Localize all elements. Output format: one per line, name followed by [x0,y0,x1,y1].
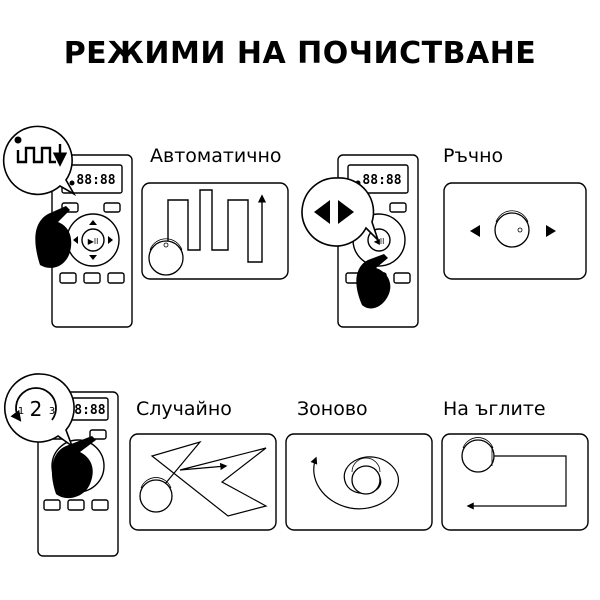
svg-text:▶II: ▶II [88,237,99,246]
mode-label-corner: На ъглите [443,398,546,420]
arrow-left-icon [470,225,480,237]
remote-control-auto: 88:88 ▶II [51,154,133,328]
zigzag-path [167,189,267,263]
robot-vacuum-icon [461,437,495,473]
remote-display-text: 88:88 [76,173,115,188]
arrow-right-icon [546,225,556,237]
random-mode-badge: 1 2 3 [4,373,75,449]
zigzag-path-icon [14,136,68,167]
mode-label-auto: Автоматично [150,145,282,167]
level-digit: 2 [30,397,43,421]
remote-display-text: 88:88 [362,173,401,188]
mode-label-random: Случайно [136,398,232,420]
mode-label-manual: Ръчно [443,145,504,167]
hand-icon [51,436,96,499]
auto-mode-badge [2,125,77,197]
svg-text:◀II: ◀II [374,237,385,246]
mode-label-zone: Зоново [297,398,368,420]
arrow-left-icon [314,200,330,224]
robot-vacuum-icon [494,210,530,248]
robot-vacuum-icon [139,477,173,513]
edge-path [466,455,567,510]
hand-icon [35,206,72,268]
page-title: РЕЖИМИ НА ПОЧИСТВАНЕ [63,36,537,71]
robot-vacuum-icon [148,238,184,276]
dock-key[interactable] [103,202,121,213]
remote-display-text: 88:88 [66,403,105,418]
manual-mode-badge [301,177,379,247]
robot-vacuum-icon [351,457,381,495]
arrow-right-icon [338,200,354,224]
hand-icon [356,254,391,309]
random-path [150,440,268,517]
level-digit: 1 [18,406,24,417]
level-digit: 3 [49,406,55,417]
